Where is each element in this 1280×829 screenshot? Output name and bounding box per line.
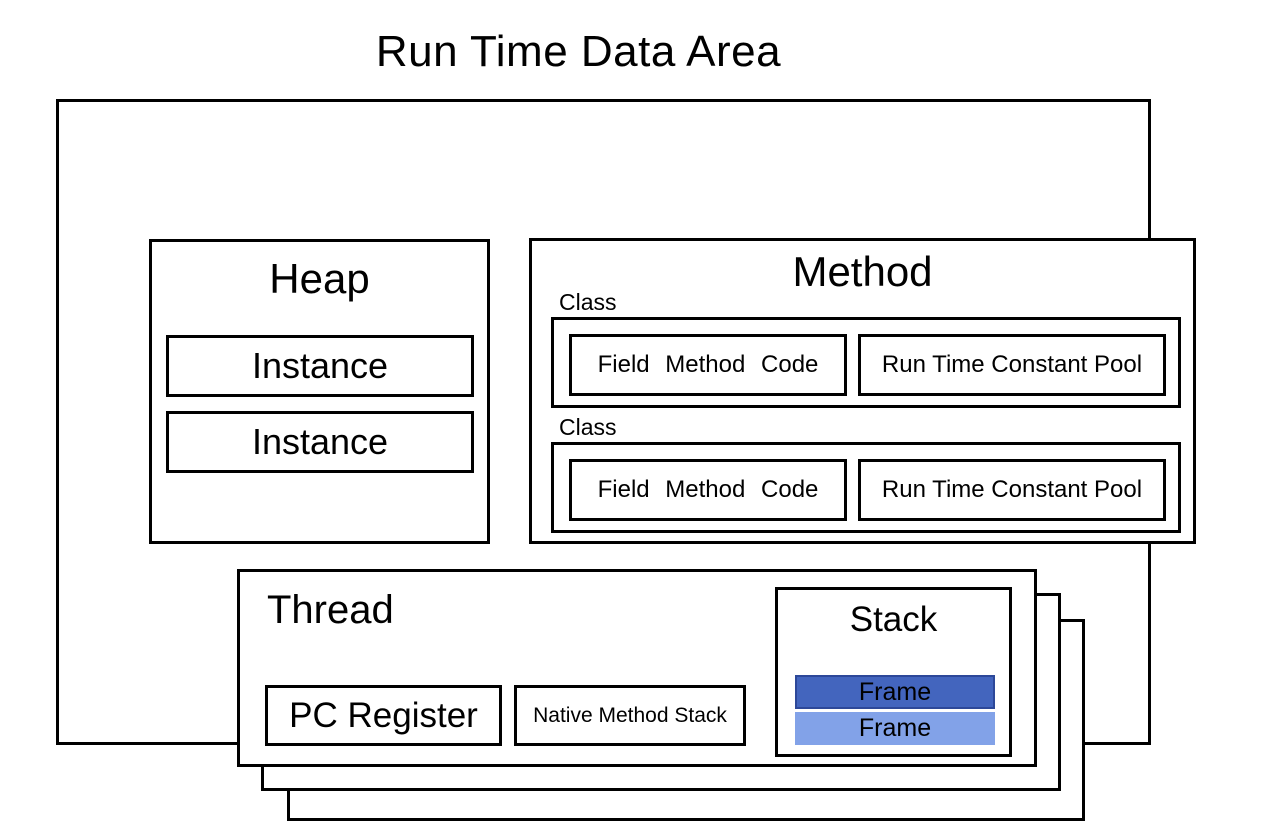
thread-title: Thread — [267, 588, 394, 632]
method-area-box: Method Class Field Method Code Run Time … — [529, 238, 1196, 544]
thread-box: Thread PC Register Native Method Stack S… — [237, 569, 1037, 767]
field-method-code-box: Field Method Code — [569, 459, 847, 521]
class-box: Field Method Code Run Time Constant Pool — [551, 317, 1181, 408]
class-label: Class — [559, 414, 617, 440]
native-method-stack-label: Native Method Stack — [533, 703, 727, 727]
instance-label: Instance — [251, 421, 389, 462]
native-method-stack-box: Native Method Stack — [514, 685, 746, 746]
field-method-code-label: Field Method Code — [597, 476, 819, 503]
frame-label: Frame — [858, 677, 932, 706]
field-method-code-label: Field Method Code — [597, 351, 819, 378]
field-method-code-box: Field Method Code — [569, 334, 847, 396]
instance-label: Instance — [251, 345, 389, 386]
runtime-constant-pool-box: Run Time Constant Pool — [858, 459, 1166, 521]
instance-box: Instance — [166, 335, 474, 397]
diagram-title: Run Time Data Area — [375, 27, 782, 76]
runtime-constant-pool-box: Run Time Constant Pool — [858, 334, 1166, 396]
runtime-data-area-container: Heap Instance Instance Method Class Fiel… — [56, 99, 1196, 821]
stack-box: Stack Frame Frame — [775, 587, 1012, 757]
instance-box: Instance — [166, 411, 474, 473]
stack-frame: Frame — [795, 675, 995, 709]
runtime-constant-pool-label: Run Time Constant Pool — [881, 476, 1143, 503]
pc-register-label: PC Register — [289, 695, 478, 735]
method-area-title: Method — [792, 248, 933, 295]
stack-frame: Frame — [795, 712, 995, 745]
frame-label: Frame — [858, 714, 932, 742]
pc-register-box: PC Register — [265, 685, 502, 746]
heap-box: Heap Instance Instance — [149, 239, 490, 544]
class-box: Field Method Code Run Time Constant Pool — [551, 442, 1181, 533]
stack-title: Stack — [849, 600, 938, 639]
class-label: Class — [559, 289, 617, 315]
heap-title: Heap — [269, 255, 370, 302]
runtime-constant-pool-label: Run Time Constant Pool — [881, 351, 1143, 378]
